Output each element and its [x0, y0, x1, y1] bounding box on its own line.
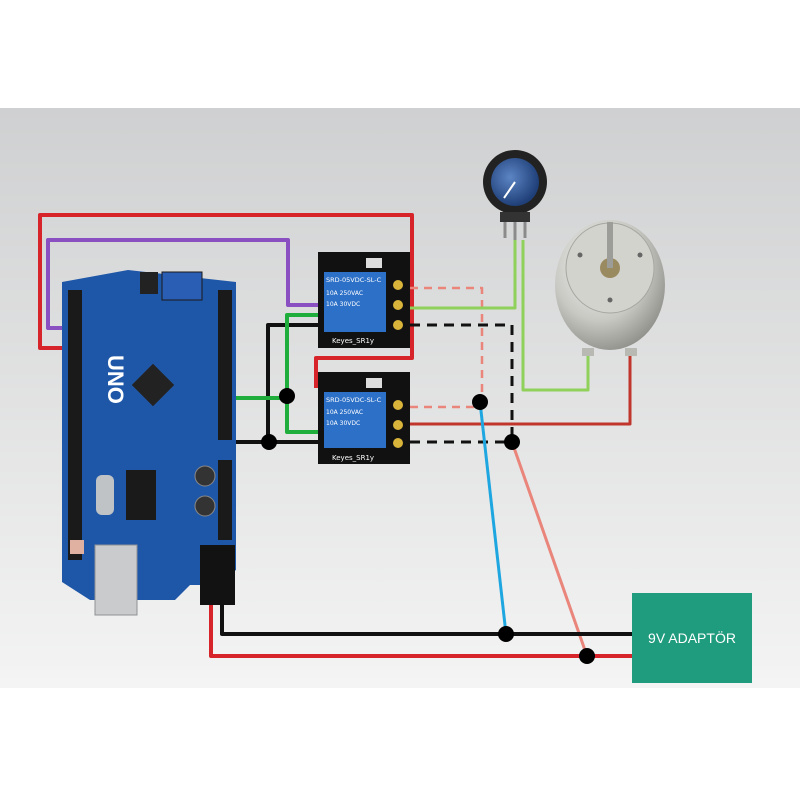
relay-module-1: SRD-05VDC-SL-C 10A 250VAC 10A 30VDC Keye…	[318, 252, 410, 348]
relay-rating: 10A 250VAC	[326, 290, 363, 297]
junction-dot	[504, 434, 520, 450]
adapter-box: 9V ADAPTÖR	[632, 593, 752, 683]
usb-port	[94, 544, 138, 616]
reset-button	[70, 540, 84, 554]
relay-brand: Keyes_SR1y	[332, 337, 374, 345]
atmega-chip	[131, 363, 175, 407]
potentiometer-icon	[483, 150, 547, 240]
junction-dot	[261, 434, 277, 450]
wire-salmon	[510, 441, 589, 657]
junction-dot	[498, 626, 514, 642]
junction-dot	[579, 648, 595, 664]
wire-red-adapter	[209, 598, 632, 658]
relay-rating: 10A 30VDC	[326, 420, 360, 427]
wire-red-5v	[38, 213, 414, 388]
main-ic	[126, 470, 156, 520]
wire-cyan	[478, 401, 508, 635]
relay-model: SRD-05VDC-SL-C	[326, 396, 382, 404]
wires	[38, 213, 632, 658]
wire-light-green-pot	[410, 240, 517, 310]
relay-model: SRD-05VDC-SL-C	[326, 276, 382, 284]
relay-module-2: SRD-05VDC-SL-C 10A 250VAC 10A 30VDC Keye…	[318, 372, 410, 464]
relay-rating: 10A 250VAC	[326, 409, 363, 416]
arduino-uno-board: UNO	[62, 270, 236, 616]
adapter-label: 9V ADAPTÖR	[648, 629, 736, 646]
wire-dashed-salmon-top	[410, 286, 484, 402]
wire-light-green-motor	[521, 240, 590, 392]
relay-brand: Keyes_SR1y	[332, 454, 374, 462]
wire-purple-signal	[46, 238, 318, 330]
wire-black-adapter	[220, 598, 632, 636]
wire-green-signal-2	[285, 398, 318, 434]
junction-dot	[472, 394, 488, 410]
power-jack	[200, 545, 235, 605]
wire-green-signal	[232, 313, 318, 400]
dc-motor-icon	[555, 220, 665, 356]
board-name-label: UNO	[103, 355, 128, 404]
junction-dot	[279, 388, 295, 404]
junction-dots	[261, 388, 595, 664]
relay-rating: 10A 30VDC	[326, 301, 360, 308]
wire-dashed-black-top	[410, 323, 514, 442]
